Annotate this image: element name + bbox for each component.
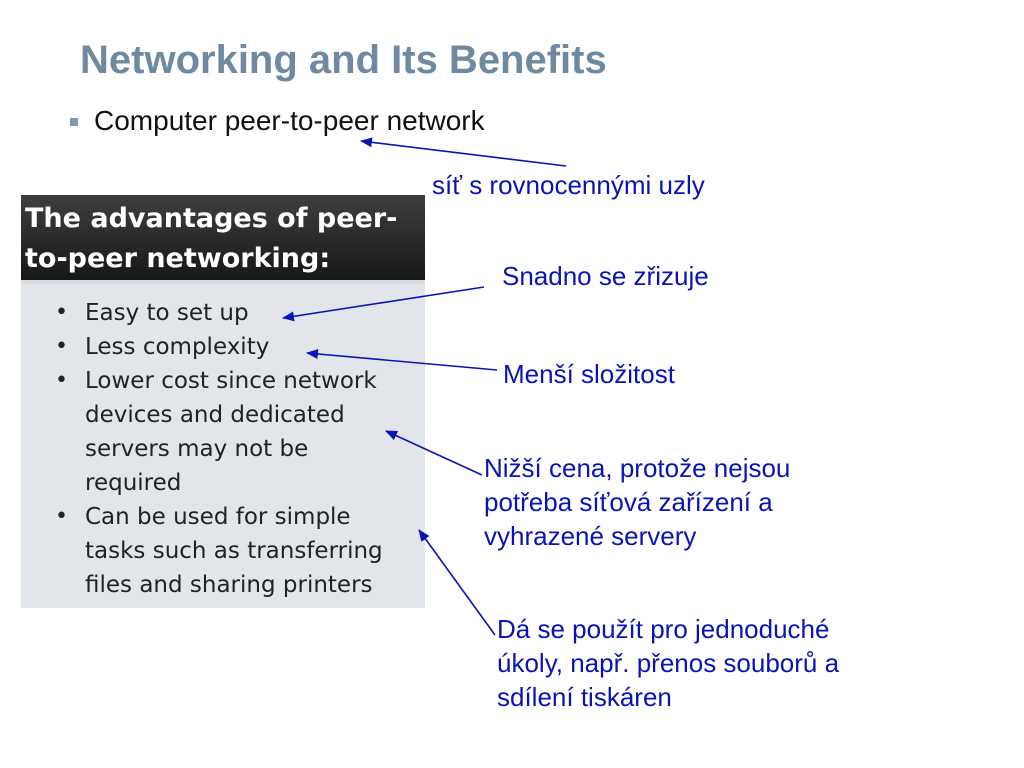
list-item-line: Can be used for simple [85, 504, 351, 530]
list-item: • Can be used for simple tasks such as t… [21, 500, 425, 602]
panel-header-line1: The advantages of peer- [25, 203, 398, 234]
bullet-dot-icon: • [55, 504, 68, 529]
bullet-dot-icon: • [55, 300, 68, 325]
slide-title: Networking and Its Benefits [80, 38, 607, 82]
panel-header-line2: to-peer networking: [25, 243, 331, 274]
note-line: potřeba síťová zařízení a [484, 487, 773, 517]
panel-body: • Easy to set up • Less complexity • Low… [21, 284, 425, 608]
bullet-dot-icon: • [55, 334, 68, 359]
arrow-peer-network [360, 137, 567, 167]
note-line: Dá se použít pro jednoduché [497, 614, 830, 644]
note-lower-cost: Nižší cena, protože nejsou potřeba síťov… [484, 451, 790, 553]
note-easy-setup: Snadno se zřizuje [502, 261, 709, 291]
list-item-line: required [85, 470, 182, 496]
note-line: sdílení tiskáren [497, 682, 672, 712]
list-item-line: Easy to set up [85, 300, 249, 326]
list-item-line: Less complexity [85, 334, 270, 360]
note-less-complexity: Menší složitost [503, 359, 675, 389]
list-item: • Lower cost since network devices and d… [21, 364, 425, 500]
advantages-list: • Easy to set up • Less complexity • Low… [21, 284, 425, 602]
square-bullet-icon [70, 118, 78, 126]
list-item-line: devices and dedicated [85, 402, 345, 428]
note-simple-tasks: Dá se použít pro jednoduché úkoly, např.… [497, 612, 839, 714]
list-item-line: tasks such as transferring [85, 538, 383, 564]
panel-header: The advantages of peer- to-peer networki… [21, 195, 425, 285]
note-peer-network: síť s rovnocennými uzly [432, 170, 705, 200]
main-bullet-text: Computer peer-to-peer network [94, 105, 485, 136]
list-item: • Easy to set up [21, 296, 425, 330]
bullet-dot-icon: • [55, 368, 68, 393]
panel-divider [21, 280, 425, 284]
list-item-line: servers may not be [85, 436, 309, 462]
main-bullet: Computer peer-to-peer network [70, 105, 485, 137]
note-line: úkoly, např. přenos souborů a [497, 648, 840, 678]
list-item-line: files and sharing printers [85, 572, 373, 598]
advantages-panel: The advantages of peer- to-peer networki… [21, 195, 425, 608]
list-item-line: Lower cost since network [85, 368, 377, 394]
list-item: • Less complexity [21, 330, 425, 364]
note-line: vyhrazené servery [484, 521, 697, 551]
note-line: Nižší cena, protože nejsou [484, 453, 791, 483]
